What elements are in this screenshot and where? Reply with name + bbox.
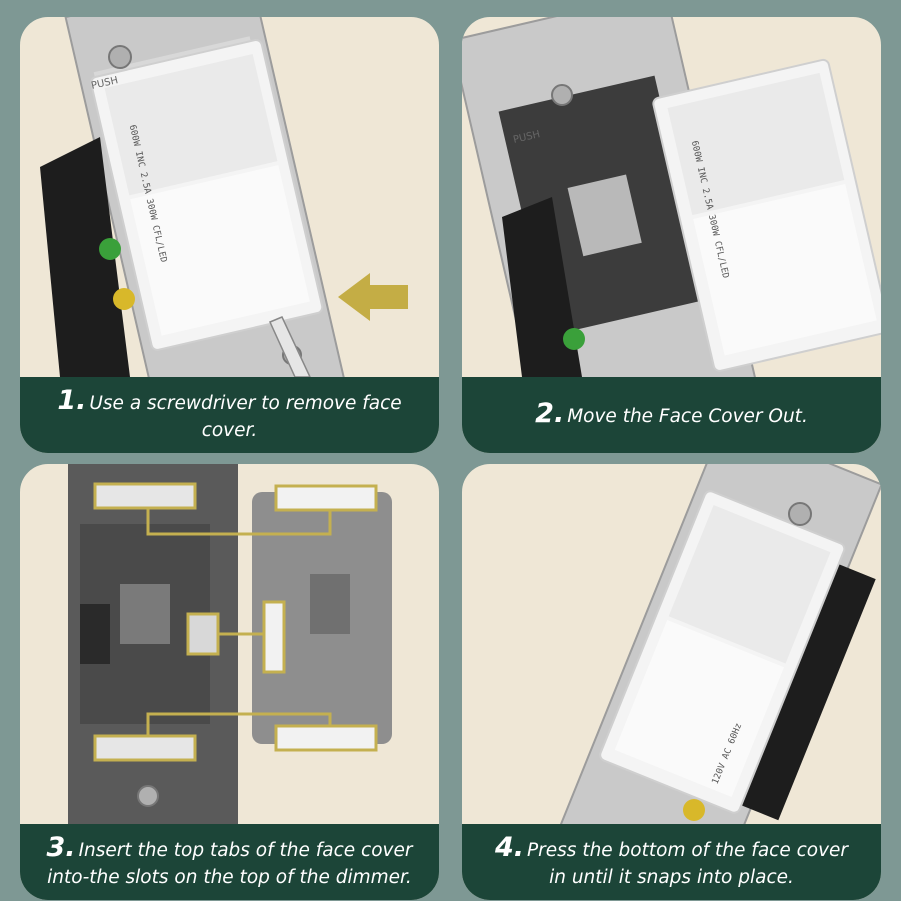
step-4-caption: 4.Press the bottom of the face cover in … bbox=[462, 824, 881, 900]
step-text: Use a screwdriver to remove face cover. bbox=[89, 392, 402, 441]
step-1-panel: 600W INC 2.5A 300W CFL/LED PUSH 1.Use a … bbox=[20, 17, 439, 453]
screw-icon bbox=[99, 238, 121, 260]
step-text: Move the Face Cover Out. bbox=[567, 406, 808, 427]
step-number: 4. bbox=[494, 831, 525, 863]
step-2-caption: 2.Move the Face Cover Out. bbox=[462, 377, 881, 453]
screwdriver-icon bbox=[268, 316, 311, 377]
step-4-panel: 120V AC 60Hz 4.Press the bottom of the f… bbox=[462, 464, 881, 900]
arrow-left-icon bbox=[338, 273, 408, 321]
step-2-illustration: PUSH 600W INC 2.5A 300W CFL/LED bbox=[462, 17, 881, 377]
step-1-caption: 1.Use a screwdriver to remove face cover… bbox=[20, 377, 439, 453]
step-text: Insert the top tabs of the face cover in… bbox=[47, 839, 413, 888]
step-3-caption: 3.Insert the top tabs of the face cover … bbox=[20, 824, 439, 900]
step-1-illustration: 600W INC 2.5A 300W CFL/LED PUSH bbox=[20, 17, 439, 377]
step-number: 3. bbox=[46, 831, 76, 863]
step-number: 1. bbox=[57, 384, 87, 416]
step-2-panel: PUSH 600W INC 2.5A 300W CFL/LED 2.Move t… bbox=[462, 17, 881, 453]
step-4-illustration: 120V AC 60Hz bbox=[462, 464, 881, 824]
step-3-illustration bbox=[20, 464, 439, 824]
step-text: Press the bottom of the face cover in un… bbox=[527, 839, 849, 888]
step-number: 2. bbox=[535, 398, 565, 429]
step-3-panel: 3.Insert the top tabs of the face cover … bbox=[20, 464, 439, 900]
